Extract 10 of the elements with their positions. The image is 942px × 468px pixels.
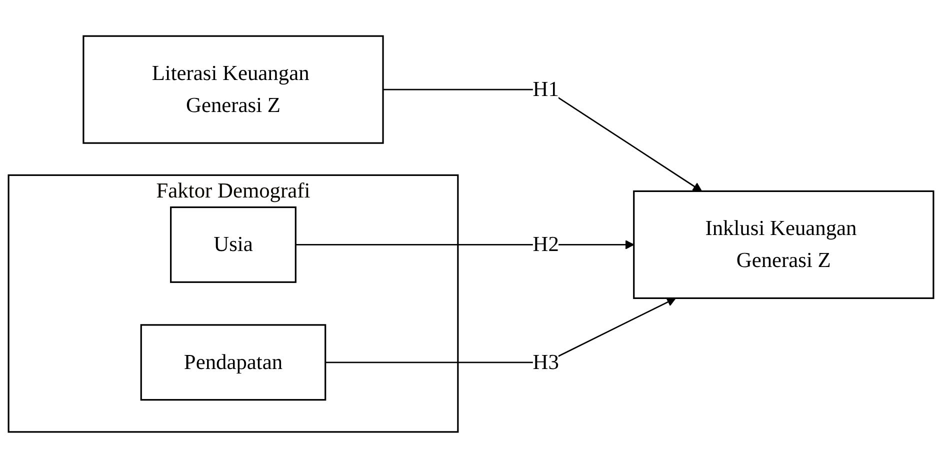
node-box: Pendapatan (140, 324, 326, 401)
node-box: Literasi Keuangan Generasi Z (82, 35, 384, 144)
arrow (325, 298, 676, 364)
node-box: Inklusi Keuangan Generasi Z (633, 190, 934, 299)
edge-label: H2 (532, 232, 559, 256)
node-box: Usia (170, 206, 296, 283)
edge-label: H3 (532, 350, 559, 374)
arrow (296, 240, 634, 250)
edge-label: H1 (532, 78, 559, 102)
arrow (383, 88, 702, 192)
